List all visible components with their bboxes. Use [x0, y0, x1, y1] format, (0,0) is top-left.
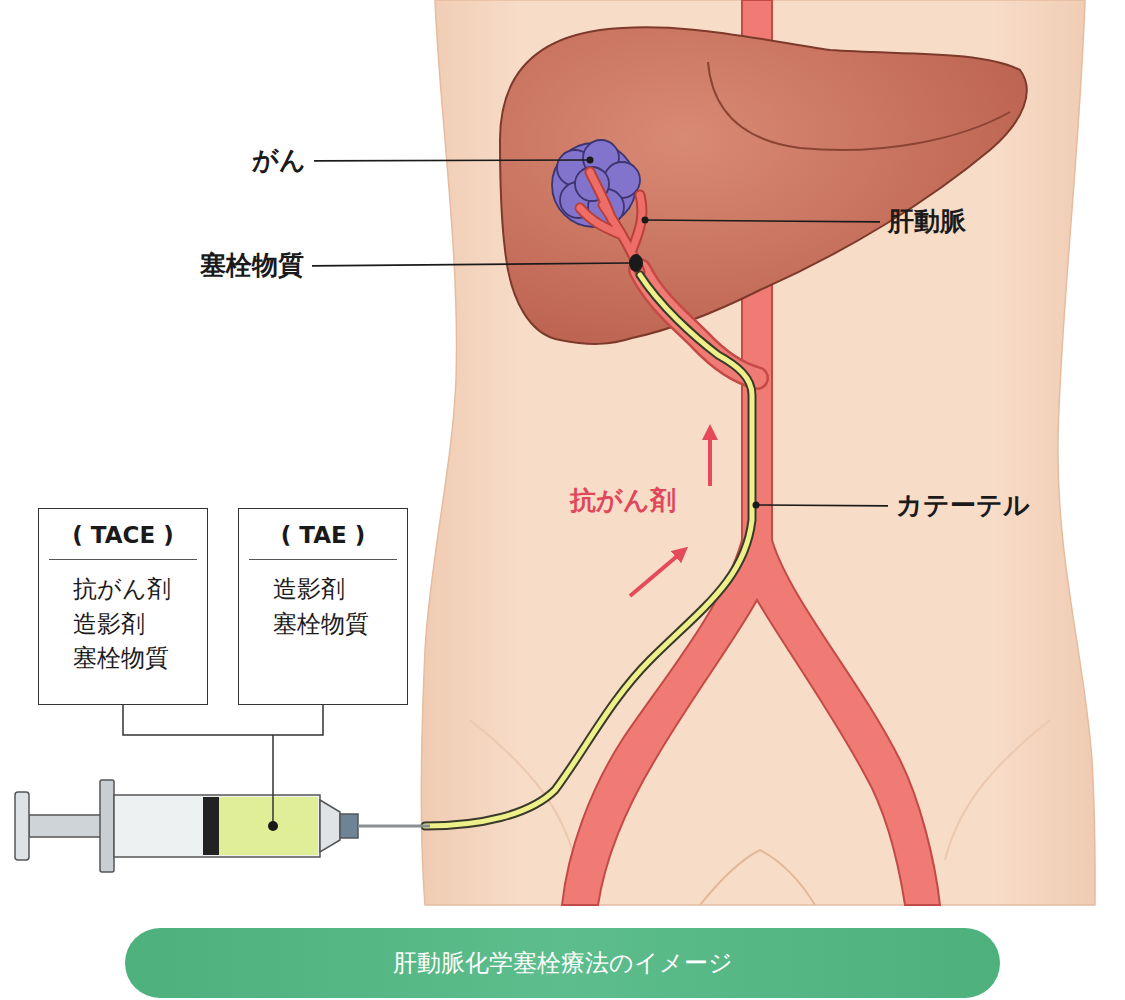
liver: [500, 27, 1027, 344]
ingredient-box: ( TAE )造影剤 塞栓物質: [238, 508, 408, 705]
leader-dot: [642, 217, 649, 224]
ingredient-box: ( TACE )抗がん剤 造影剤 塞栓物質: [38, 508, 208, 705]
leader-line: [314, 159, 590, 161]
leader-dot: [587, 157, 594, 164]
part-label: がん: [252, 144, 306, 178]
leader-dot: [753, 502, 760, 509]
box-heading: ( TACE ): [49, 509, 197, 560]
box-body: 抗がん剤 造影剤 塞栓物質: [39, 560, 207, 690]
embolic-material: [629, 254, 643, 272]
body-silhouette: [421, 0, 1095, 905]
syringe: [15, 780, 430, 872]
leader-line: [645, 220, 880, 222]
caption-text: 肝動脈化学塞栓療法のイメージ: [125, 928, 1000, 998]
leader-line: [756, 504, 888, 506]
bracket-line: [123, 705, 323, 826]
artery-branches: [580, 172, 642, 272]
part-label: 塞栓物質: [200, 249, 304, 283]
flow-arrow: [630, 552, 682, 596]
flow-arrow: [708, 432, 712, 486]
hepatic-artery: [640, 270, 757, 378]
leader-line: [312, 263, 630, 266]
liver-lobe-line: [708, 62, 1010, 150]
body-crease: [700, 850, 815, 905]
part-label: カテーテル: [896, 489, 1030, 523]
caption-band: 肝動脈化学塞栓療法のイメージ: [125, 928, 1000, 998]
catheter: [425, 275, 752, 826]
catheter: [425, 275, 752, 826]
box-body: 造影剤 塞栓物質: [239, 560, 407, 656]
bracket-dot: [268, 821, 278, 831]
part-label: 肝動脈: [888, 205, 966, 239]
box-heading: ( TAE ): [249, 509, 397, 560]
part-label: 抗がん剤: [570, 484, 676, 518]
hepatic-artery: [640, 270, 757, 378]
